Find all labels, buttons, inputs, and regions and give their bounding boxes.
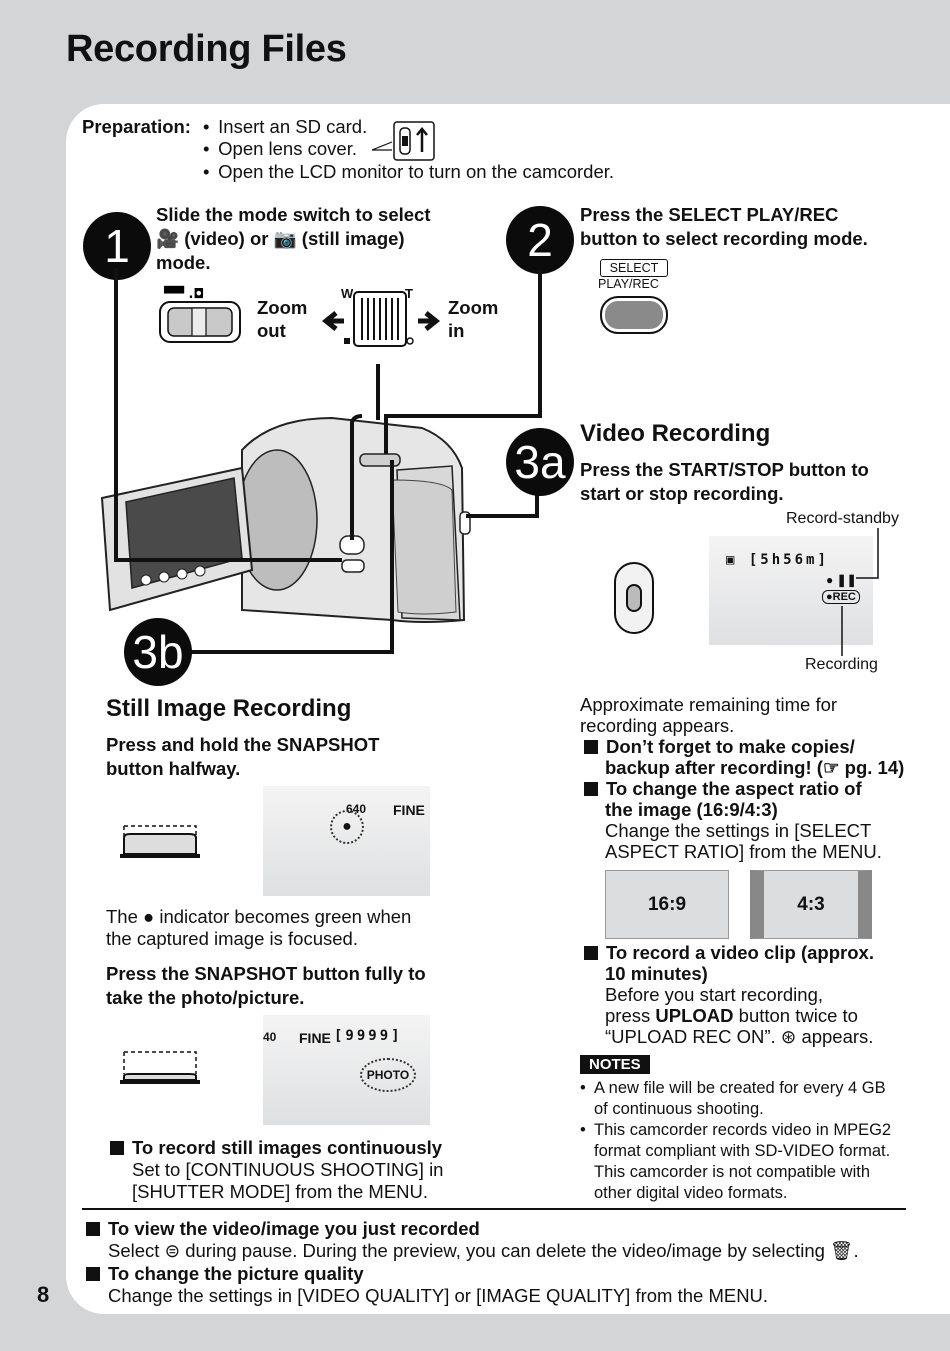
focus-indicator-text: The ● indicator becomes green when the c… (106, 906, 412, 949)
still-mode-icon: 📷 (273, 228, 297, 249)
standby-indicator: ● ❚❚ (826, 573, 857, 587)
photo-indicator: PHOTO (360, 1058, 416, 1092)
step-3a-number: 3a (506, 428, 574, 496)
playback-icon: ⊜ (164, 1240, 181, 1261)
lens-cover-switch-icon (371, 121, 435, 161)
still-image-title: Still Image Recording (106, 695, 352, 722)
zoom-w-label: W (341, 286, 354, 301)
prep-item-1: • Insert an SD card. (203, 116, 368, 137)
continuous-shooting-note: To record still images continuously Set … (110, 1137, 443, 1203)
recording-label: Recording (805, 656, 878, 673)
zoom-lever-icon (321, 291, 441, 347)
focus-indicator-icon: ● (330, 810, 364, 844)
preparation-label: Preparation: (82, 116, 191, 137)
prep-item-2: • Open lens cover. (203, 138, 357, 159)
focus-person-icon: ● (143, 906, 155, 927)
notes-label: NOTES (580, 1055, 650, 1074)
play-rec-label: PLAY/REC (598, 277, 659, 291)
start-stop-button[interactable] (614, 562, 654, 634)
footer-divider (82, 1208, 906, 1210)
image-quality-display-1: FINE (393, 802, 425, 818)
camcorder-illustration (100, 268, 542, 654)
page-title: Recording Files (66, 28, 347, 70)
snapshot-full-press-icon (120, 1051, 200, 1084)
view-recorded-note: To view the video/image you just recorde… (86, 1218, 859, 1262)
aspect-16-9-sample: 16:9 (605, 870, 729, 939)
backup-reminder: Don’t forget to make copies/ backup afte… (584, 736, 904, 778)
step-1-number: 1 (83, 212, 151, 280)
prep-item-3: • Open the LCD monitor to turn on the ca… (203, 161, 615, 182)
select-play-rec-button[interactable] (600, 296, 668, 334)
note-2: •This camcorder records video in MPEG2 f… (580, 1121, 892, 1202)
svg-text:▀▀ .◘: ▀▀ .◘ (163, 285, 204, 302)
image-quality-display-2: FINE (299, 1030, 331, 1046)
video-mode-icon: 🎥 (156, 228, 180, 249)
trash-icon: 🗑 (830, 1240, 854, 1261)
picture-quality-note: To change the picture quality Change the… (86, 1263, 768, 1307)
page-reference-icon: ☞ (822, 757, 840, 778)
upload-icon: ⊛ (780, 1026, 797, 1047)
image-size-display-2: 40 (263, 1030, 277, 1044)
step-2-number: 2 (506, 206, 574, 274)
shot-count-display: [9999] (334, 1028, 403, 1044)
select-label: SELECT (600, 259, 668, 277)
sd-card-icon: ▣ (726, 552, 738, 568)
aspect-4-3-sample: 4:3 (750, 870, 872, 939)
step-1-instruction: Slide the mode switch to select 🎥 (video… (156, 204, 431, 273)
step-3b-number: 3b (124, 618, 192, 686)
snapshot-half-press-icon (120, 825, 200, 858)
aspect-ratio-note: To change the aspect ratio of the image … (584, 778, 882, 862)
record-standby-label: Record-standby (786, 510, 899, 527)
zoom-t-label: T (405, 286, 413, 301)
mode-switch-icon: ▀▀ .◘ (159, 285, 241, 343)
rec-indicator: ●REC (822, 590, 860, 604)
callout-lines (841, 528, 879, 656)
page-number: 8 (37, 1282, 50, 1307)
note-1: •A new file will be created for every 4 … (580, 1079, 886, 1118)
remaining-time-display: ▣ [5h56m] (726, 552, 829, 568)
video-clip-note: To record a video clip (approx. 10 minut… (584, 942, 874, 1047)
video-recording-title: Video Recording (580, 420, 771, 447)
